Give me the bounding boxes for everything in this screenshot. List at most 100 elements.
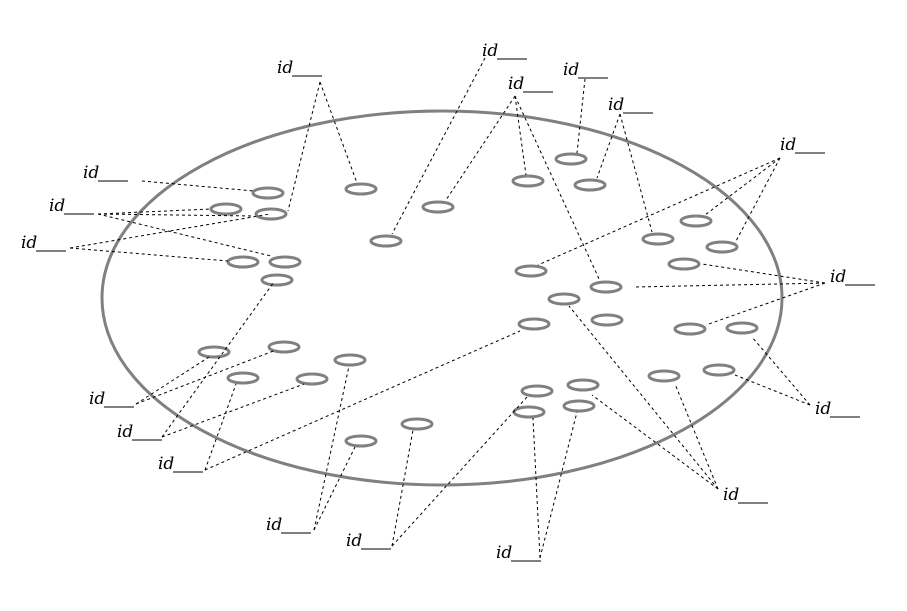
leader-line [204,383,237,471]
leader-line [514,95,601,282]
id-label-text: id [158,454,174,474]
hole [647,369,681,383]
hole [520,384,554,398]
leader-line [391,429,414,547]
id-label: id [496,543,541,563]
id-label: id [117,422,162,442]
id-label: id [723,485,768,505]
hole [673,322,707,336]
hole [679,214,713,228]
leader-line [135,356,210,405]
leader-line [576,78,586,154]
hole [566,378,600,392]
hole [641,232,675,246]
hole [512,405,546,419]
leader-line [313,446,356,531]
hole [260,273,294,287]
id-label: id [89,389,134,409]
id-label-text: id [723,485,739,505]
id-label-text: id [608,95,624,115]
leader-line [734,157,781,244]
leader-line [391,57,486,235]
hole [344,182,378,196]
leader-line [204,330,521,471]
leader-line [313,365,350,531]
id-label-text: id [482,41,498,61]
id-label: id [277,58,322,78]
hole [268,255,302,269]
hole [267,340,301,354]
id-label-text: id [83,163,99,183]
id-label: id [563,60,608,80]
leader-line [141,180,255,192]
leader-line [619,113,653,233]
hole [702,363,736,377]
leader-line [633,282,826,288]
hole [514,264,548,278]
leader-line [704,157,781,216]
id-labels: id id id id id id id id [21,41,875,563]
id-label-text: id [815,399,831,419]
id-label-text: id [563,60,579,80]
hole [725,321,759,335]
id-label-text: id [89,389,105,409]
hole [511,174,545,188]
hole [344,434,378,448]
leader-line [701,263,826,284]
leader-line [596,113,621,179]
hole [400,417,434,431]
hole [573,178,607,192]
leader-line [319,81,358,184]
id-label-text: id [266,515,282,535]
hole [554,152,588,166]
hole [209,202,243,216]
main-ellipse [100,109,784,487]
id-label-text: id [830,267,846,287]
id-label: id [608,95,653,115]
id-label: id [158,454,203,474]
id-label: id [266,515,311,535]
leader-line [287,81,321,212]
id-label-text: id [508,74,524,94]
id-label-text: id [780,135,796,155]
id-label: id [508,74,553,94]
id-label-text: id [117,422,133,442]
id-label: id [21,233,66,253]
hole [590,313,624,327]
id-label-text: id [277,58,293,78]
hole [562,399,596,413]
leader-line [97,213,272,257]
hole-group [197,152,759,448]
id-label: id [346,531,391,551]
leader-line [539,411,578,559]
hole [251,186,285,200]
id-label: id [815,399,860,419]
leader-line [161,281,275,438]
hole [667,257,701,271]
id-label-text: id [49,196,65,216]
leader-line [97,213,255,217]
id-label: id [49,196,94,216]
leader-lines [69,57,826,559]
leader-line [751,336,811,406]
id-label: id [83,163,128,183]
hole [547,292,581,306]
hole [197,345,231,359]
leader-line [537,157,781,266]
hole [589,280,623,294]
hole [254,207,288,221]
leader-line [674,383,719,490]
leader-line [69,247,229,262]
id-label: id [830,267,875,287]
hole [421,200,455,214]
hole [226,255,260,269]
leader-line [445,95,516,201]
hole [517,317,551,331]
leader-line [514,95,527,176]
leader-line [532,417,541,559]
id-label: id [482,41,527,61]
leader-line [135,349,277,405]
hole [226,371,260,385]
leader-line [591,394,719,490]
leader-line [161,383,305,438]
